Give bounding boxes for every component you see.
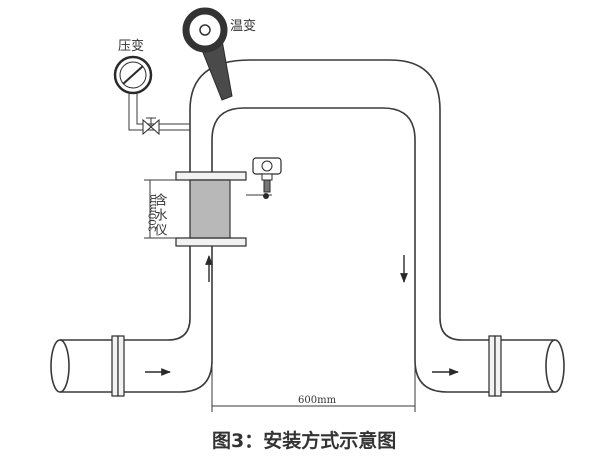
temperature-transmitter-label: 温变 [230, 18, 256, 34]
figure-caption: 图3：安装方式示意图 [212, 429, 396, 452]
water-cut-meter [175, 171, 247, 247]
span-label: 600mm [298, 395, 337, 406]
span-dimension: 600mm [211, 360, 416, 412]
meter-length-dimension: 300mm 含水仪 [144, 179, 176, 239]
valve-icon [142, 117, 160, 136]
outlet-pipe-end [545, 339, 565, 393]
temperature-transmitter: 温变 [182, 7, 256, 101]
outlet-flange [488, 335, 502, 397]
meter-name-label: 含水仪 [152, 192, 168, 238]
inlet-flange [111, 335, 125, 397]
meter-length-label: 300mm [148, 193, 159, 232]
pressure-transmitter-label: 压变 [118, 38, 144, 54]
transmitter-icon [246, 157, 282, 199]
pressure-transmitter: 压变 [113, 38, 190, 136]
pipe-body [60, 59, 555, 393]
pipe-outer-wall [60, 107, 555, 393]
inlet-pipe-end [50, 339, 70, 393]
